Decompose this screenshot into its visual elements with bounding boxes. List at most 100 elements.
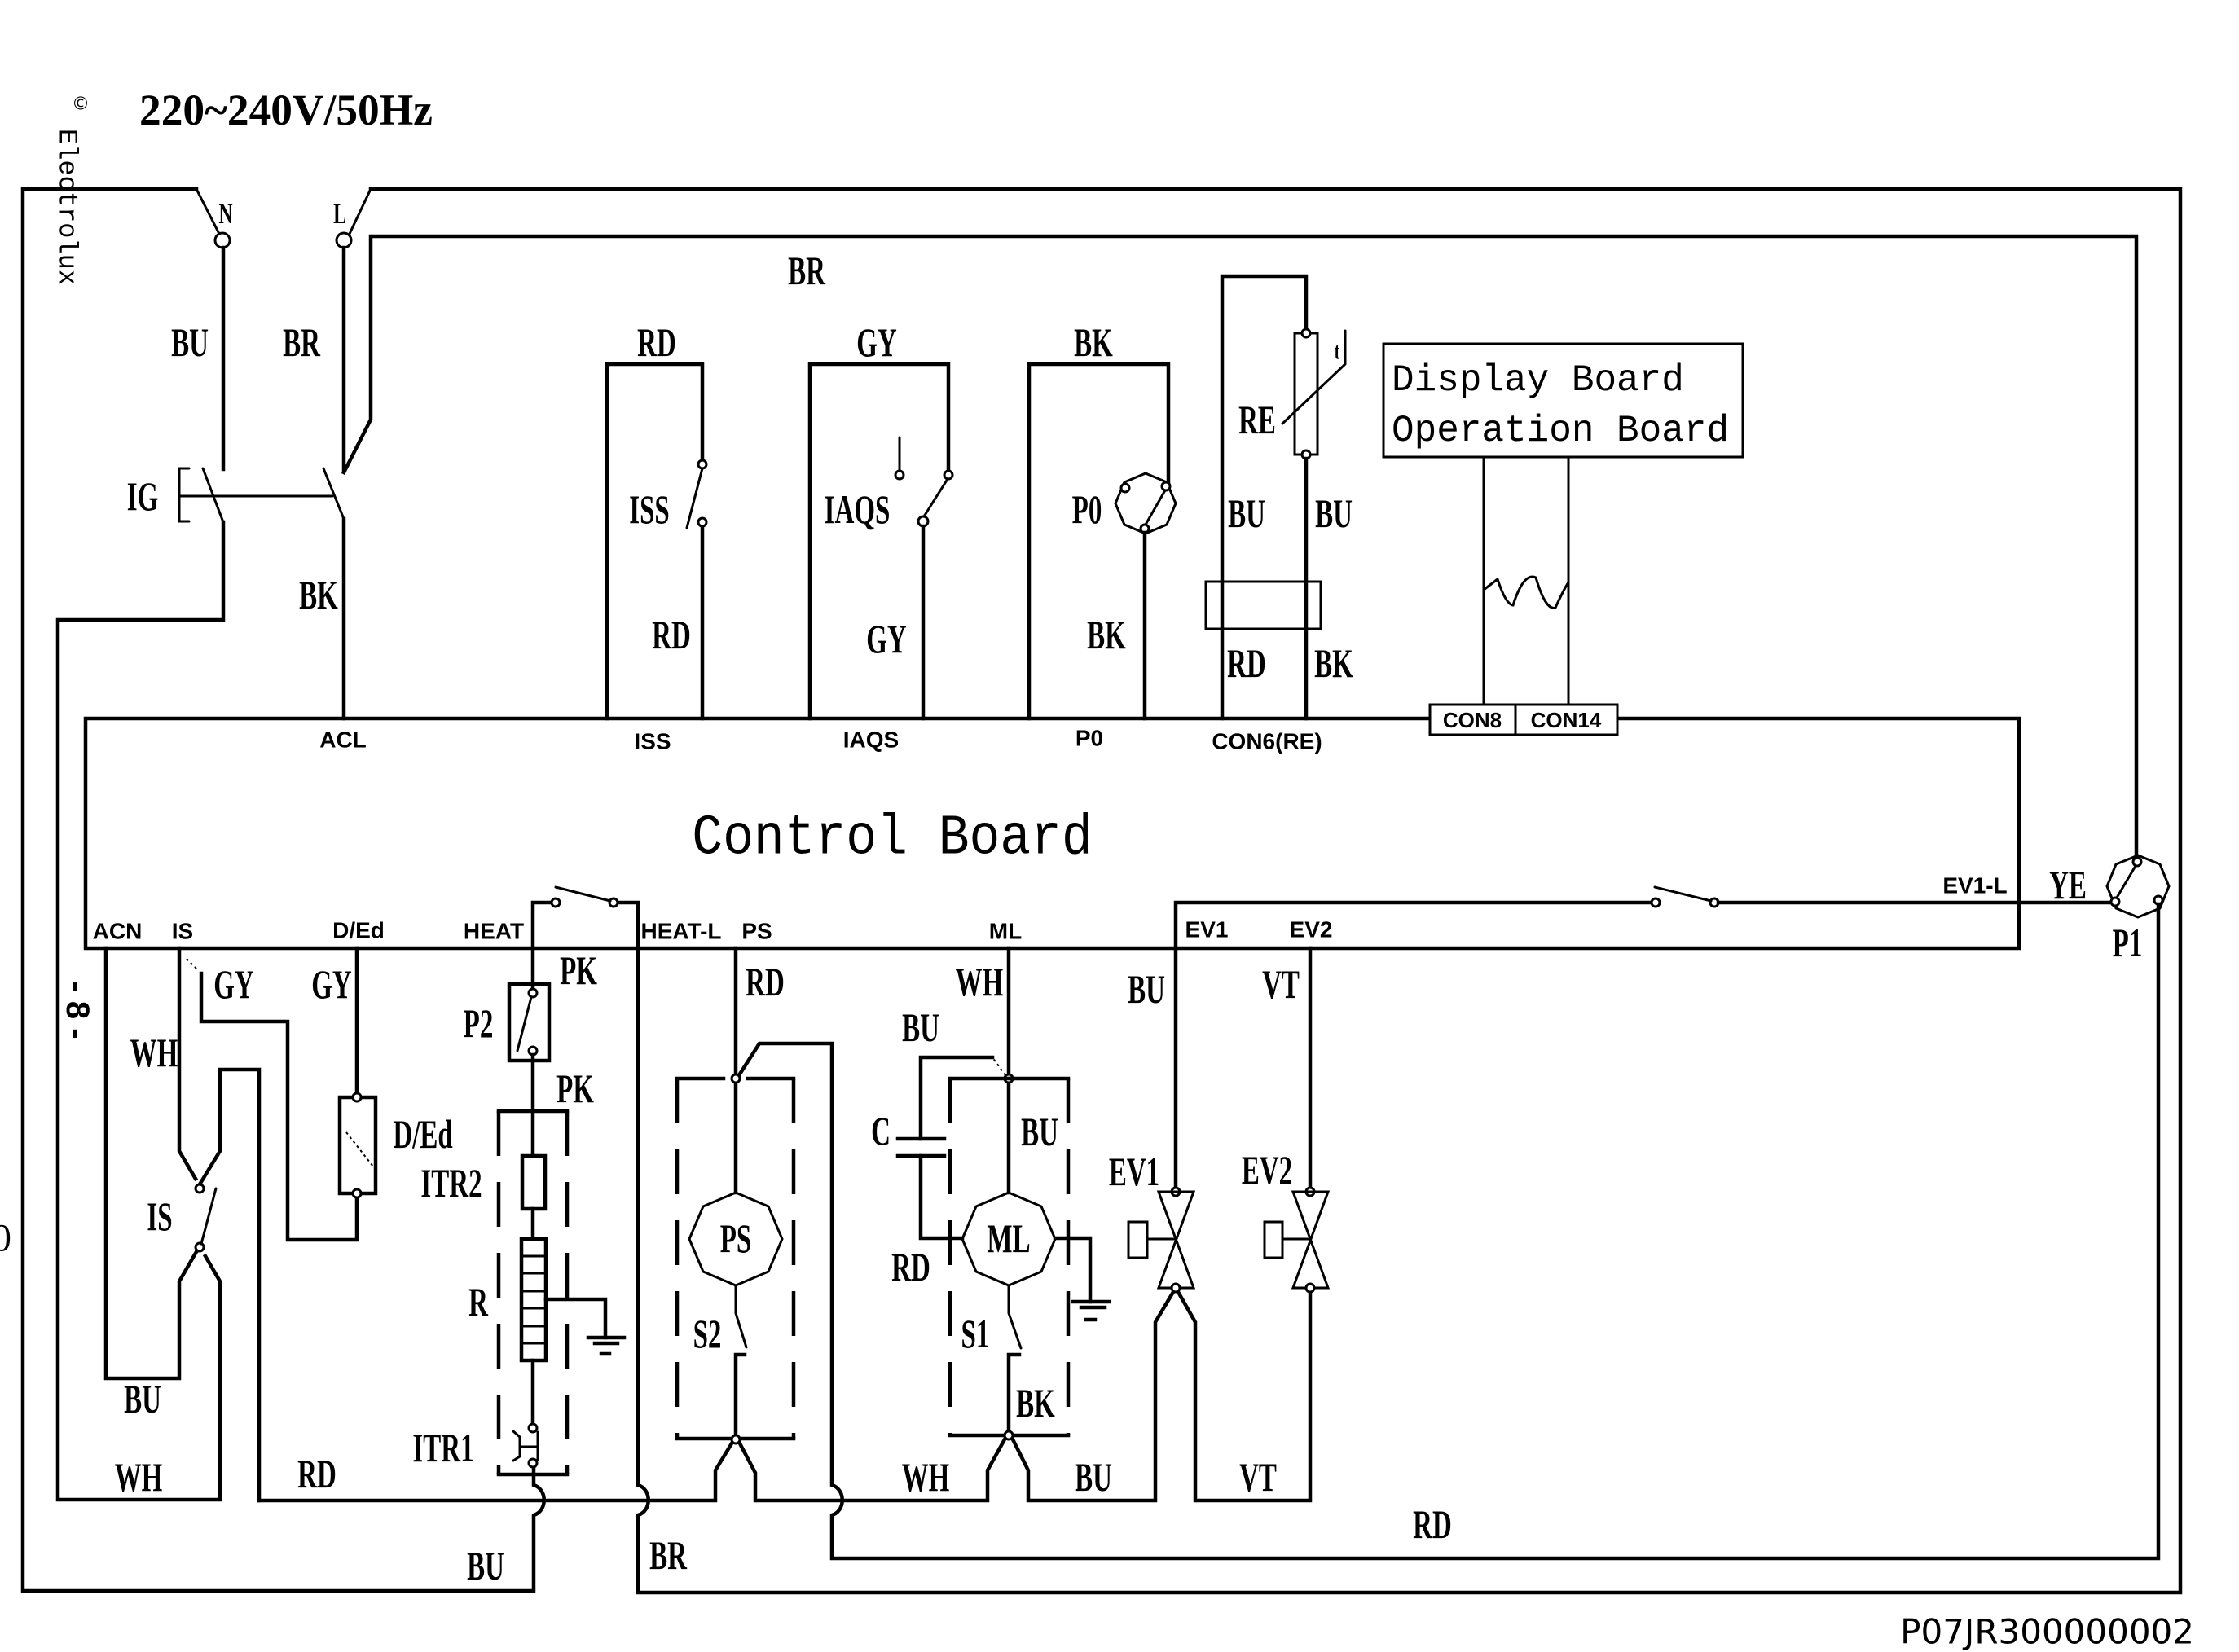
heat-relay-blade <box>554 885 612 903</box>
wire-label: BU <box>1128 967 1165 1012</box>
ev1-l-blade <box>1653 885 1713 903</box>
component-label-p0: P0 <box>1072 487 1102 532</box>
neutral-terminal-lead <box>195 187 221 235</box>
ded-body-icon <box>337 1095 378 1196</box>
is-blade <box>200 1187 218 1246</box>
thermistor-t-label: t <box>1335 337 1340 364</box>
p0-contact-icon <box>1160 481 1172 492</box>
ig-blade-line <box>322 467 345 521</box>
valve-ev2: EV2 <box>1242 946 1331 1294</box>
itr2-fuse-icon <box>520 1153 548 1211</box>
component-label-ev2: EV2 <box>1242 1148 1292 1193</box>
wire-gy <box>199 971 359 1242</box>
line-terminal-lead <box>348 187 372 235</box>
connector-ps: PS <box>741 919 772 944</box>
connector-heat-l: HEAT-L <box>640 919 721 944</box>
p1-body-icon <box>2105 854 2171 919</box>
itr1-contact-icon <box>527 1457 539 1469</box>
wire-s1 <box>1006 1352 1022 1434</box>
component-label-s2: S2 <box>693 1311 722 1356</box>
wire-label: VT <box>1262 962 1300 1007</box>
ev1-contact-icon <box>1170 1282 1181 1294</box>
gy-dotted-link <box>186 958 198 970</box>
terminal-label-n: N <box>218 197 232 230</box>
ev2-solenoid-icon <box>1263 1220 1284 1259</box>
ground-icon <box>1071 1299 1111 1322</box>
connector-ev1-l: EV1-L <box>1942 873 2007 898</box>
wire-label: BU <box>1315 491 1353 536</box>
wire-label: BU <box>1075 1455 1112 1500</box>
component-label-iss: ISS <box>629 487 670 532</box>
connector-iss: ISS <box>634 729 671 754</box>
wire-wh-bottom <box>737 1436 1008 1503</box>
clipped-edge-glyph: 0 <box>0 1217 11 1260</box>
part-number: P07JR300000002 <box>1900 1612 2194 1652</box>
wire-label: BK <box>1087 613 1126 657</box>
connector-ml: ML <box>989 919 1022 944</box>
wire-label: BK <box>1016 1381 1055 1426</box>
display-board-label: Display Board <box>1392 359 1684 402</box>
connector-ded: D/Ed <box>332 918 385 943</box>
component-label-s1: S1 <box>961 1311 990 1356</box>
connector-con8: CON8 <box>1443 708 1502 732</box>
heat-relay-contact-icon <box>550 897 561 908</box>
wire-label: RD <box>652 613 691 657</box>
cable-twist-icon <box>1482 575 1570 609</box>
capacitor-dotted-link <box>992 1057 1006 1076</box>
p1-contact-icon <box>2109 896 2121 907</box>
wire-label: WH <box>956 960 1004 1004</box>
wire-label: VT <box>1239 1455 1277 1500</box>
itr1-cutout-icon <box>512 1430 539 1462</box>
control-board-outline <box>83 716 2021 951</box>
thermistor-slash-icon <box>1281 329 1347 425</box>
heat-relay-contact-icon <box>608 897 619 908</box>
p0-contact-icon <box>1120 482 1131 494</box>
wire-line-outer-loop <box>368 187 2183 1595</box>
s2-contact-icon <box>730 1434 741 1445</box>
connector-is: IS <box>172 919 193 944</box>
component-label-itr2: ITR2 <box>420 1161 482 1206</box>
wire-label: BR <box>283 320 320 365</box>
wire-label: GY <box>866 617 907 661</box>
wire-heater-ground <box>543 1297 608 1340</box>
component-label-ml: ML <box>987 1216 1030 1261</box>
wire-iaqs-loop <box>807 362 951 721</box>
ev2-contact-icon <box>1304 1282 1316 1294</box>
ps-junction-icon <box>730 1073 741 1084</box>
connector-con14: CON14 <box>1531 708 1602 732</box>
connector-iaqs: IAQS <box>843 727 899 753</box>
component-label-iaqs: IAQS <box>825 487 891 532</box>
brand-name: Electrolux <box>52 129 82 285</box>
connector-acn: ACN <box>93 919 143 944</box>
ded-contact-icon <box>351 1092 363 1103</box>
re-connector-block <box>1204 580 1322 630</box>
detergent-dispenser-ded: D/Ed <box>186 946 453 1242</box>
wire-s2 <box>733 1352 747 1438</box>
wire-label: PK <box>560 948 597 993</box>
control-board: Control Board ACL ISS IAQS P0 CON6(RE) A… <box>83 716 2021 951</box>
wire-label: BU <box>1021 1109 1058 1154</box>
wire-heat <box>530 900 554 951</box>
re-contact-icon <box>1300 327 1312 339</box>
heating-circuit: P2 ITR2 R ITR1 <box>412 885 627 1477</box>
is-contact-icon <box>194 1241 205 1253</box>
page-marker: - 8 - <box>59 981 95 1039</box>
wire-capacitor <box>918 1055 995 1241</box>
ml-enclosure-dashed <box>948 1079 1071 1435</box>
wire-label: RD <box>297 1452 337 1496</box>
component-label-ig: IG <box>127 474 159 519</box>
wire-color-labels: BR BU BR BK RD RD GY GY BK BK BU BU RD B… <box>115 248 2087 1588</box>
wire-label: GY <box>856 320 897 365</box>
wire-vt-return <box>1175 1289 1313 1503</box>
wire-acn <box>103 946 200 1381</box>
component-label-c: C <box>871 1109 891 1153</box>
iaqs-contact-icon <box>894 469 905 481</box>
main-switch-ig: IG <box>55 467 346 1502</box>
p2-contact-icon <box>527 987 539 999</box>
iss-blade <box>685 467 704 529</box>
heater-enclosure-dashed <box>496 1111 570 1474</box>
connector-p0: P0 <box>1076 726 1103 751</box>
connector-heat: HEAT <box>464 919 524 944</box>
itr1-contact-icon <box>527 1422 539 1434</box>
